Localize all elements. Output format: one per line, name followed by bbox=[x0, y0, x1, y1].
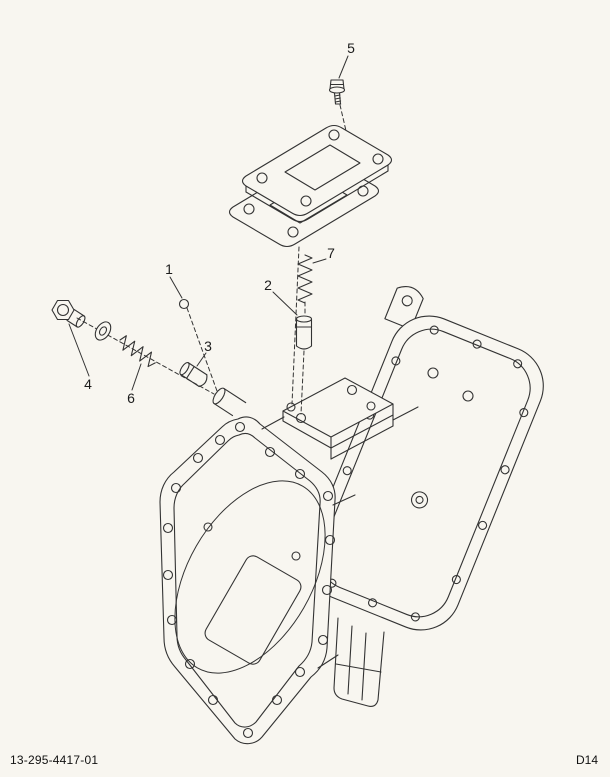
part-number: 13-295-4417-01 bbox=[10, 753, 99, 767]
front-flange bbox=[159, 416, 336, 745]
plunger bbox=[295, 315, 313, 350]
detent-pin bbox=[179, 361, 208, 388]
mounting-pad bbox=[282, 377, 419, 460]
callout-6-label: 6 bbox=[127, 390, 135, 406]
callout-2-label: 2 bbox=[264, 277, 272, 293]
callout-3-label: 3 bbox=[204, 338, 212, 354]
spring-lower bbox=[119, 335, 156, 368]
leader-lines bbox=[68, 55, 349, 391]
callout-4-label: 4 bbox=[84, 376, 92, 392]
detent-ball bbox=[178, 298, 190, 310]
housing-boss bbox=[212, 387, 247, 417]
housing-top-hole bbox=[462, 390, 474, 402]
washer bbox=[94, 321, 112, 341]
bottom-bracket bbox=[333, 617, 385, 707]
housing-top-hole bbox=[427, 367, 439, 379]
callout-7-label: 7 bbox=[327, 245, 335, 261]
bolt bbox=[328, 79, 346, 105]
cover-plate bbox=[241, 124, 393, 223]
callout-1-label: 1 bbox=[165, 261, 173, 277]
housing-connections bbox=[261, 416, 356, 669]
callout-5-label: 5 bbox=[347, 40, 355, 56]
spring-upper bbox=[297, 254, 313, 304]
page-code: D14 bbox=[575, 753, 598, 767]
hex-plug bbox=[51, 299, 86, 328]
